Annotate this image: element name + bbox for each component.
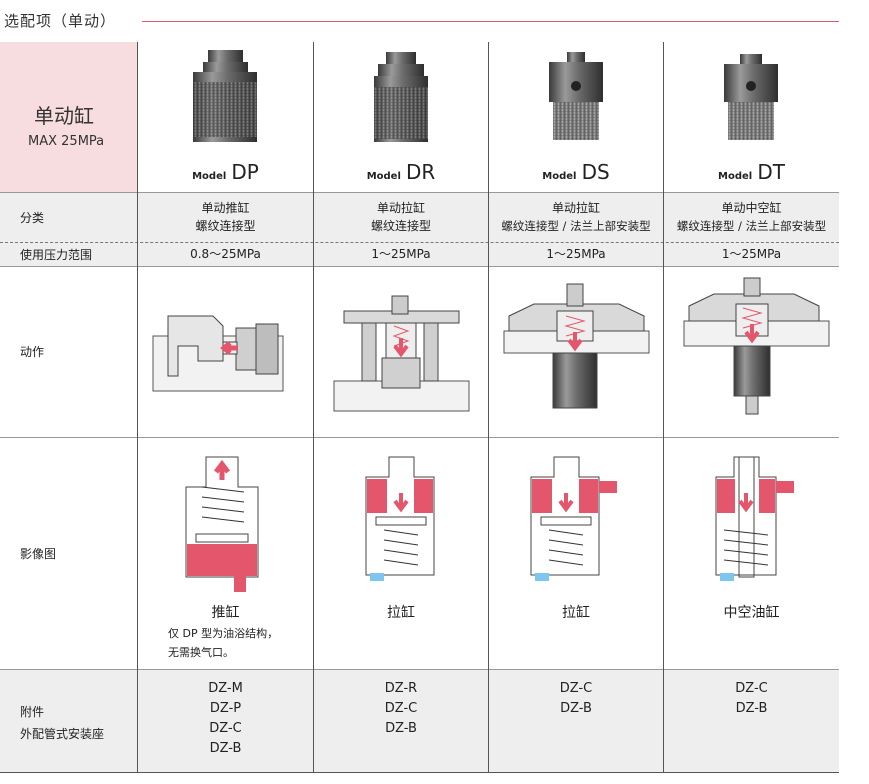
title-rule (142, 21, 839, 22)
diagram-dt: 中空油缸 (664, 437, 839, 669)
action-dt-illustration (683, 277, 830, 415)
table-bottom (0, 772, 839, 773)
product-dr: Model DR (314, 42, 488, 192)
accessory-item: DZ-B (560, 701, 592, 716)
pressure-ds: 1～25MPa (546, 247, 606, 261)
accessory-dp: DZ-M DZ-P DZ-C DZ-B (138, 669, 313, 773)
model-code: DP (231, 160, 259, 184)
category-line: 单动拉缸 (376, 201, 425, 215)
diagram-dp: 推缸 仅 DP 型为油浴结构， 无需换气口。 (138, 437, 313, 669)
category-ds: 单动拉缸 螺纹连接型 / 法兰上部安装型 (489, 192, 663, 242)
row-divider (0, 192, 839, 193)
model-prefix: Model (192, 171, 227, 182)
cylinder-dr-image (374, 52, 428, 142)
category-line: 螺纹连接型 (370, 219, 431, 233)
category-line: 螺纹连接型 / 法兰上部安装型 (676, 219, 827, 233)
diagram-caption: 拉缸 (562, 605, 590, 621)
accessory-dr: DZ-R DZ-C DZ-B (314, 669, 488, 773)
category-line: 单动推缸 (201, 201, 250, 215)
model-prefix: Model (542, 171, 577, 182)
row-divider (0, 266, 839, 267)
accessory-item: DZ-R (384, 681, 418, 696)
model-prefix: Model (718, 171, 753, 182)
product-dt: Model DT (664, 42, 839, 192)
accessory-item: DZ-C (559, 681, 593, 696)
cylinder-dt-image (724, 54, 778, 140)
model-code: DT (757, 160, 785, 184)
pressure-row-bg (0, 242, 839, 266)
action-ds (489, 266, 663, 437)
schematic-dp (185, 456, 259, 592)
accessory-item: DZ-B (735, 701, 768, 716)
spec-table: 单动缸 MAX 25MPa Model DP (0, 42, 839, 773)
col-divider (313, 42, 314, 773)
accessory-item: DZ-B (385, 721, 417, 736)
pressure-dt: 1～25MPa (721, 247, 782, 261)
col-divider (488, 42, 489, 773)
row-divider (0, 437, 839, 438)
col-divider (663, 42, 664, 773)
cylinder-dp-image (193, 50, 257, 142)
category-line: 螺纹连接型 (195, 219, 256, 233)
row-divider-dashed (0, 242, 839, 243)
diagram-note: 无需换气口。 (168, 646, 234, 659)
accessory-label-line: 附件 (20, 705, 45, 719)
action-dr (314, 266, 488, 437)
accessory-item: DZ-B (209, 741, 242, 756)
category-row-bg (0, 192, 839, 242)
header-title: 单动缸 (34, 104, 94, 128)
accessory-item: DZ-C (735, 681, 768, 696)
category-dr: 单动拉缸 螺纹连接型 (314, 192, 488, 242)
pressure-label: 使用压力范围 (20, 247, 93, 262)
product-dp: Model DP (138, 42, 313, 192)
accessory-row-bg (0, 669, 839, 773)
category-line: 单动中空缸 (721, 201, 782, 215)
model-prefix: Model (366, 171, 401, 182)
section-title: 选配项（单动） (4, 12, 117, 30)
action-dt (664, 266, 839, 437)
accessory-item: DZ-C (209, 721, 242, 736)
model-code: DS (581, 160, 610, 184)
pressure-dr: 1～25MPa (371, 247, 431, 261)
schematic-dr (365, 456, 435, 581)
diagram-ds: 拉缸 (489, 437, 663, 669)
pressure-dp: 0.8～25MPa (190, 247, 261, 261)
accessory-item: DZ-C (384, 701, 418, 716)
diagram-note: 仅 DP 型为油浴结构， (168, 627, 279, 640)
product-ds: Model DS (489, 42, 663, 192)
schematic-dt (715, 456, 794, 581)
action-dp (138, 266, 313, 437)
category-line: 单动拉缸 (551, 201, 600, 215)
accessory-dt: DZ-C DZ-B (664, 669, 839, 773)
category-dt: 单动中空缸 螺纹连接型 / 法兰上部安装型 (664, 192, 839, 242)
action-ds-illustration (503, 283, 650, 409)
diagram-caption: 中空油缸 (723, 605, 780, 621)
accessory-item: DZ-M (208, 681, 243, 696)
category-line: 螺纹连接型 / 法兰上部安装型 (501, 219, 651, 233)
row-divider (0, 669, 839, 670)
accessory-item: DZ-P (209, 701, 242, 716)
category-label: 分类 (20, 210, 45, 225)
accessory-label: 附件 外配管式安装座 (0, 669, 137, 773)
header-label: 单动缸 MAX 25MPa (0, 92, 137, 162)
accessory-ds: DZ-C DZ-B (489, 669, 663, 773)
diagram-caption: 拉缸 (387, 605, 415, 621)
col-divider (137, 42, 138, 773)
diagram-label: 影像图 (20, 546, 57, 561)
action-dp-illustration (152, 315, 284, 392)
model-code: DR (406, 160, 436, 184)
cylinder-ds-image (549, 52, 603, 140)
diagram-dr: 拉缸 (314, 437, 488, 669)
category-dp: 单动推缸 螺纹连接型 (138, 192, 313, 242)
header-pressure: MAX 25MPa (28, 134, 105, 149)
diagram-caption: 推缸 (211, 605, 240, 621)
action-label: 动作 (20, 345, 45, 359)
schematic-ds (530, 456, 617, 581)
accessory-label-line: 外配管式安装座 (20, 727, 105, 741)
header-label-cell (0, 42, 137, 192)
action-dr-illustration (333, 295, 470, 412)
